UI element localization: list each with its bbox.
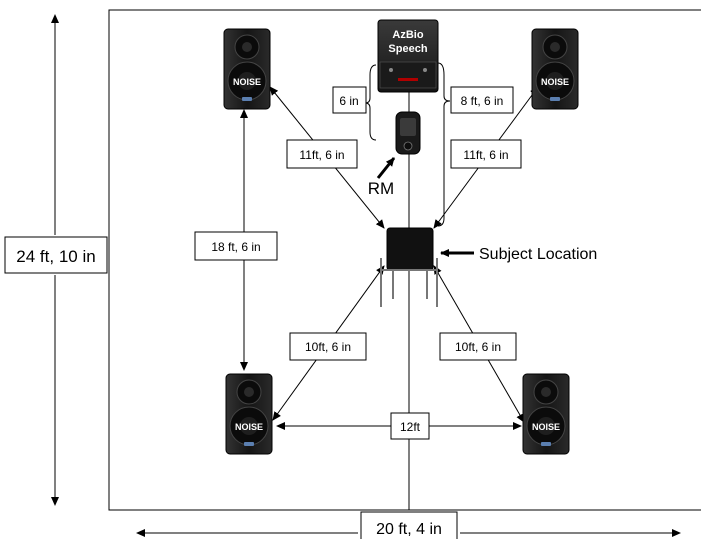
rear-right-distance-label: 10ft, 6 in [455, 340, 501, 354]
noise-label: NOISE [532, 422, 560, 432]
front-right-distance-box [450, 139, 522, 169]
rear-right-distance-box [439, 332, 517, 361]
room-width-label: 20 ft, 4 in [376, 521, 442, 538]
noise-speaker-rear-left: NOISE [225, 373, 273, 455]
rm-arrow [376, 157, 396, 179]
rear-left-distance-label: 10ft, 6 in [305, 340, 351, 354]
noise-speaker-front-left: NOISE [223, 28, 271, 110]
remote-microphone [395, 111, 421, 155]
subject-chair [380, 227, 438, 307]
room-height-label: 24 ft, 10 in [16, 247, 95, 266]
room-height-label-box [4, 236, 108, 274]
speech-speaker-label-line2: Speech [388, 43, 427, 55]
rm-label: RM [368, 179, 394, 198]
mic-distance-box [332, 86, 367, 114]
speech-speaker-label-line1: AzBio [392, 29, 423, 41]
front-right-distance-label: 11ft, 6 in [463, 148, 508, 162]
vertical-distance-label: 18 ft, 6 in [211, 240, 260, 254]
subject-distance-box [450, 86, 514, 114]
rear-left-distance-box [289, 332, 367, 361]
mic-bracket [364, 64, 377, 141]
noise-label: NOISE [541, 77, 569, 87]
noise-speaker-rear-right: NOISE [522, 373, 570, 455]
front-left-distance-box [286, 139, 358, 169]
noise-label: NOISE [235, 422, 263, 432]
noise-label: NOISE [233, 77, 261, 87]
mic-distance-label: 6 in [339, 94, 358, 108]
rear-width-distance-label: 12ft [400, 420, 421, 434]
noise-speaker-front-right: NOISE [531, 28, 579, 110]
room-width-label-box [360, 511, 458, 539]
speech-speaker: AzBio Speech [377, 19, 439, 93]
rear-width-distance-box [390, 412, 430, 440]
subject-location-label: Subject Location [479, 246, 597, 263]
room-outline [108, 9, 701, 511]
vertical-distance-box [194, 231, 278, 261]
subject-bracket [437, 62, 451, 227]
front-left-distance-label: 11ft, 6 in [299, 148, 344, 162]
subject-distance-label: 8 ft, 6 in [461, 94, 504, 108]
